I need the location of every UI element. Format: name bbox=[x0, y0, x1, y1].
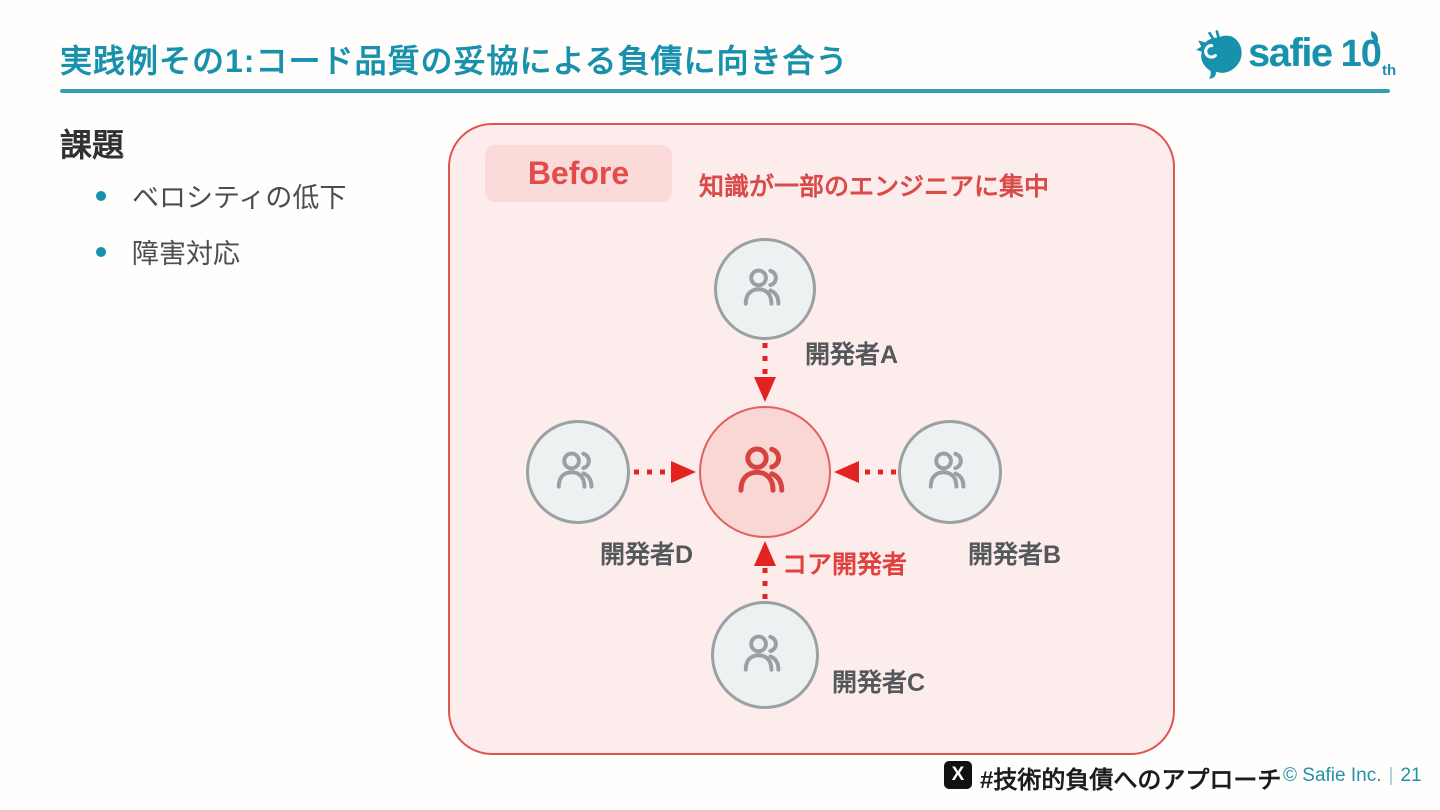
users-icon bbox=[738, 446, 785, 493]
copyright-text: © Safie Inc. bbox=[1283, 765, 1382, 786]
users-icon bbox=[556, 451, 594, 489]
section-heading: 課題 bbox=[60, 127, 125, 163]
page-title: 実践例その1:コード品質の妥協による負債に向き合う bbox=[60, 43, 849, 79]
hashtag-text: #技術的負債へのアプローチ bbox=[980, 767, 1282, 794]
arrow-dev-b-to-core bbox=[834, 461, 896, 483]
users-icon bbox=[928, 451, 966, 489]
logo-brand-text: safie bbox=[1248, 31, 1333, 75]
copyright-line: © Safie Inc. | 21 bbox=[1283, 765, 1422, 787]
users-icon bbox=[743, 268, 781, 306]
node-developer-b bbox=[898, 420, 1002, 524]
safie-logo: safie 10 th bbox=[1194, 28, 1396, 84]
node-label-core-developer: コア開発者 bbox=[782, 551, 908, 579]
title-underline bbox=[60, 89, 1390, 93]
node-core-developer bbox=[699, 406, 831, 538]
before-panel: Before 知識が一部のエンジニアに集中 bbox=[448, 123, 1175, 755]
list-item-label: ベロシティの低下 bbox=[132, 183, 347, 213]
arrow-dev-d-to-core bbox=[634, 461, 696, 483]
logo-suffix-text: th bbox=[1381, 62, 1397, 79]
list-item-label: 障害対応 bbox=[132, 239, 240, 269]
panel-caption: 知識が一部のエンジニアに集中 bbox=[699, 173, 1050, 201]
node-developer-d bbox=[526, 420, 630, 524]
node-label-developer-b: 開発者B bbox=[968, 541, 1062, 569]
before-badge: Before bbox=[485, 145, 672, 202]
copyright-separator: | bbox=[1388, 765, 1394, 786]
issue-list: ベロシティの低下 障害対応 bbox=[60, 176, 346, 288]
node-developer-a bbox=[714, 238, 816, 340]
safie-bird-icon bbox=[1196, 30, 1242, 79]
bullet-dot-icon bbox=[96, 246, 106, 257]
node-developer-c bbox=[711, 601, 819, 709]
x-logo-icon: X bbox=[944, 761, 972, 789]
logo-anniversary-text: 10 bbox=[1341, 28, 1382, 80]
node-label-developer-c: 開発者C bbox=[832, 669, 926, 697]
node-label-developer-a: 開発者A bbox=[805, 341, 899, 369]
node-label-developer-d: 開発者D bbox=[600, 541, 694, 569]
bullet-dot-icon bbox=[96, 190, 106, 201]
list-item: 障害対応 bbox=[60, 232, 346, 271]
arrow-dev-a-to-core bbox=[754, 343, 776, 402]
page-number: 21 bbox=[1400, 765, 1422, 786]
users-icon bbox=[743, 634, 781, 672]
arrow-dev-c-to-core bbox=[754, 541, 776, 599]
list-item: ベロシティの低下 bbox=[60, 176, 346, 215]
